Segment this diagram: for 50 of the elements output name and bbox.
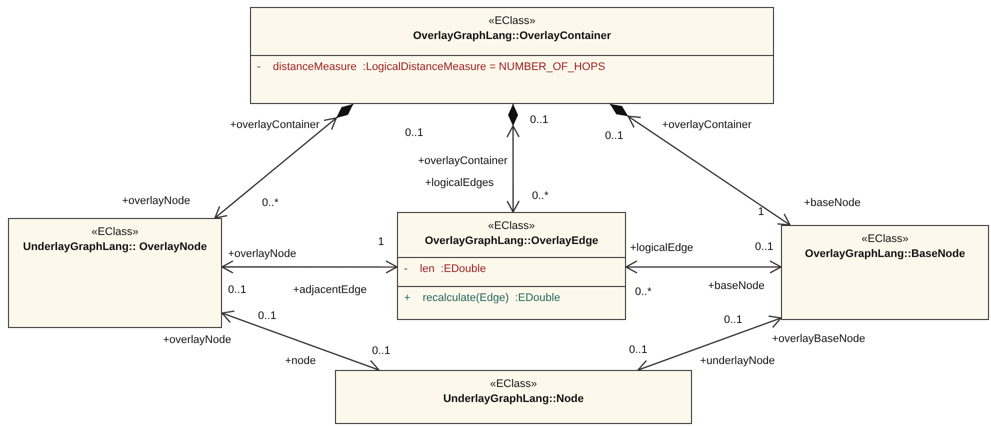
multiplicity: 0..1 [755,241,774,253]
class-name: UnderlayGraphLang:: OverlayNode [22,240,208,255]
class-box [397,212,626,320]
multiplicity: 1 [758,206,764,218]
attribute-text: - distanceMeasure :LogicalDistanceMeasure = NUMBER_OF_HOPS [257,61,606,73]
multiplicity: 0..1 [372,345,390,357]
multiplicity: 1 [378,236,384,248]
role-name: +baseNode [804,197,861,209]
role-name: +adjacentEdge [293,284,367,296]
class-box [335,370,692,424]
role-name: +overlayContainer [230,119,320,131]
multiplicity: 0..* [262,197,279,209]
association-line [221,260,398,274]
class-name: OverlayGraphLang::BaseNode [804,247,966,262]
multiplicity: 0..1 [228,284,246,296]
role-name: +logicalEdges [425,177,494,189]
multiplicity: 0..* [635,286,652,298]
role-name: +node [285,355,316,367]
multiplicity: 0..1 [629,344,648,356]
association-line [506,104,520,213]
role-name: +overlayNode [122,195,190,207]
multiplicity: 0..* [532,190,549,202]
stereotype: «EClass» [860,232,910,247]
association-line [637,315,782,373]
association-line [221,310,380,373]
attribute-text: - len :EDouble [404,263,486,275]
role-name: +overlayNode [228,248,296,260]
multiplicity: 0..1 [724,314,742,326]
stereotype: «EClass» [488,377,538,392]
association-line [214,104,354,219]
association-line [625,260,782,274]
stereotype: «EClass» [90,225,140,240]
role-name: +overlayContainer [662,119,752,131]
class-name: UnderlayGraphLang::Node [442,392,585,407]
role-name: +baseNode [708,280,765,292]
stereotype: «EClass» [487,14,537,29]
operation-text: + recalculate(Edge) :EDouble [404,292,560,304]
multiplicity: 0..1 [530,114,548,126]
role-name: +overlayBaseNode [772,333,866,345]
class-box [250,7,774,104]
role-name: +overlayContainer [418,155,508,167]
multiplicity: 0..1 [605,130,624,142]
class-box [8,218,222,328]
class-name: OverlayGraphLang::OverlayContainer [412,29,612,44]
role-name: +underlayNode [700,355,775,367]
stereotype: «EClass» [486,219,536,234]
class-name: OverlayGraphLang::OverlayEdge [424,234,600,249]
class-box [781,225,989,320]
multiplicity: 0..1 [405,127,424,139]
multiplicity: 0..1 [258,310,276,322]
